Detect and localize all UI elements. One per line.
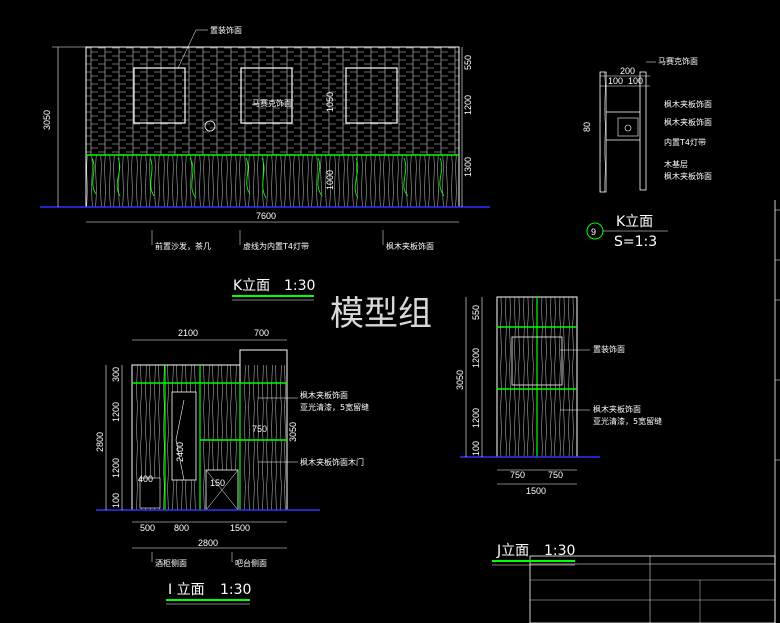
title-block-bottom xyxy=(529,555,776,623)
k-frame-2 xyxy=(240,67,293,124)
k-label-bottom-right: 枫木夹板饰面 xyxy=(386,241,434,251)
i-inner-750: 750 xyxy=(252,424,267,434)
i-scale: 1:30 xyxy=(220,582,251,598)
i-dim-700: 700 xyxy=(254,328,269,338)
i-dim-500: 500 xyxy=(140,523,155,533)
d9-label-3: 内置T4灯带 xyxy=(664,137,706,147)
i-dim-800: 800 xyxy=(174,523,189,533)
i-right-3050: 3050 xyxy=(288,422,298,442)
title-block-right xyxy=(774,200,780,623)
j-dim-750b: 750 xyxy=(548,470,563,480)
k-frame-3 xyxy=(345,67,398,124)
d9-label-5: 枫木夹板饰面 xyxy=(664,171,712,181)
k-inner-1000: 1000 xyxy=(325,170,335,190)
i-dim-left-2: 1200 xyxy=(111,458,121,478)
i-small-b: 150 xyxy=(210,478,225,488)
i-title: I 立面 xyxy=(168,582,205,598)
j-label-2b: 亚光清漆，5宽留缝 xyxy=(593,416,662,426)
j-total-height: 3050 xyxy=(455,370,465,390)
j-dim-left-0: 550 xyxy=(471,305,481,320)
k-seg-1200: 1200 xyxy=(463,95,473,115)
k-inner-1050: 1050 xyxy=(325,92,335,112)
d9-title: K立面 xyxy=(616,214,653,230)
j-elevation: 550 1200 1200 100 3050 750 750 1500 置装饰面… xyxy=(455,296,662,566)
i-label-1b: 亚光清漆，5宽留缝 xyxy=(300,402,369,412)
detail-9: 200 100 100 80 马赛克饰面 枫木夹板饰面 枫木夹板饰面 内置T4灯… xyxy=(582,56,712,250)
i-label-1: 枫木夹板饰面 xyxy=(300,390,348,400)
j-total-width: 1500 xyxy=(526,486,546,496)
i-inner-2400: 2400 xyxy=(175,442,185,462)
k-scale: 1:30 xyxy=(284,278,315,294)
d9-label-1: 枫木夹板饰面 xyxy=(664,99,712,109)
i-dim-2100: 2100 xyxy=(178,328,198,338)
d9-scale: S=1:3 xyxy=(614,234,657,250)
k-elevation: 3050 550 1200 1300 1050 1000 7600 置装饰面 马… xyxy=(40,25,490,301)
i-bottom-left: 酒柜侧面 xyxy=(155,558,187,568)
j-dim-left-1: 1200 xyxy=(471,348,481,368)
k-seg-1300: 1300 xyxy=(463,157,473,177)
d9-dim-200: 200 xyxy=(620,66,635,76)
d9-label-4: 木基层 xyxy=(664,159,688,169)
k-title: K立面 xyxy=(233,278,270,294)
k-label-center: 马赛克饰面 xyxy=(252,98,292,108)
d9-dim-100b: 100 xyxy=(628,76,643,86)
i-total-height: 2800 xyxy=(95,432,105,452)
i-dim-left-3: 100 xyxy=(111,493,121,508)
k-frame-1 xyxy=(133,67,186,124)
k-wood-panel xyxy=(85,154,460,208)
i-label-2: 枫木夹板饰面木门 xyxy=(300,457,364,467)
k-width-dim: 7600 xyxy=(256,211,276,221)
j-title: J立面 xyxy=(496,543,529,559)
k-seg-550: 550 xyxy=(463,55,473,70)
i-dim-left-0: 300 xyxy=(111,367,121,382)
d9-dim-80: 80 xyxy=(582,122,592,132)
j-label-1: 置装饰面 xyxy=(593,344,625,354)
j-scale: 1:30 xyxy=(544,543,575,559)
j-dim-left-2: 1200 xyxy=(471,408,481,428)
d9-dim-100a: 100 xyxy=(608,76,623,86)
k-label-top: 置装饰面 xyxy=(210,25,242,35)
d9-number: 9 xyxy=(591,227,596,237)
d9-label-2: 枫木夹板饰面 xyxy=(664,117,712,127)
k-label-bottom-mid: 虚线为内置T4灯带 xyxy=(243,241,309,251)
i-dim-left-1: 1200 xyxy=(111,402,121,422)
watermark: 模型组 xyxy=(330,294,432,334)
d9-label-0: 马赛克饰面 xyxy=(658,56,698,66)
i-bottom-right: 吧台侧面 xyxy=(235,558,267,568)
i-total-width: 2800 xyxy=(198,538,218,548)
j-label-2: 枫木夹板饰面 xyxy=(593,404,641,414)
k-marker-circle xyxy=(204,120,216,132)
i-small-a: 400 xyxy=(138,474,153,484)
j-dim-left-3: 100 xyxy=(471,441,481,456)
i-elevation: 2100 700 300 1200 1200 100 2800 2400 750… xyxy=(95,328,369,605)
j-dim-750a: 750 xyxy=(510,470,525,480)
k-height-dim: 3050 xyxy=(42,110,52,130)
i-dim-1500: 1500 xyxy=(230,523,250,533)
k-label-bottom-left: 前置沙发，茶几 xyxy=(155,241,211,251)
